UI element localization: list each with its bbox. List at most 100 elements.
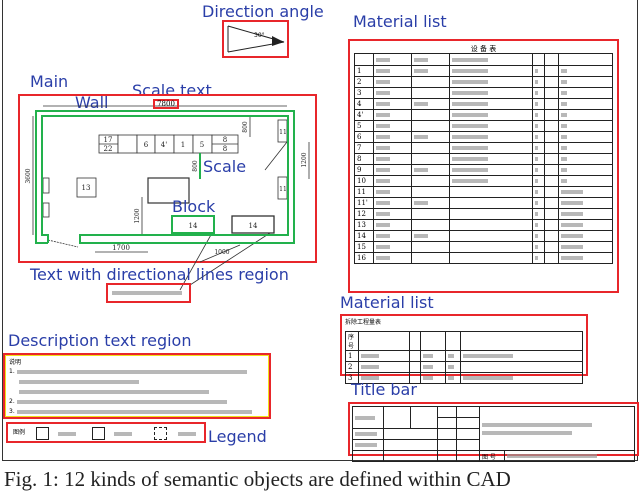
description-heading: 说明	[9, 359, 22, 366]
blurred-text	[112, 291, 182, 295]
floor-plan: 17 22 6 4' 1 5 8 8 13 11 11 14 14 1700 1…	[25, 105, 310, 291]
legend-symbol	[36, 427, 49, 440]
row-number: 6	[354, 131, 374, 143]
direction-angle-value: 30°	[254, 32, 265, 39]
blurred-text	[58, 432, 76, 436]
material-table-2-title: 拆除工程量表	[345, 319, 382, 326]
label-main: Main	[30, 72, 69, 91]
description-item-number: 1.	[9, 368, 15, 375]
plan-block-label: 17	[104, 136, 113, 144]
table-row: 3	[345, 372, 583, 384]
plan-block-label: 4'	[161, 141, 167, 149]
row-number: 4	[354, 98, 374, 110]
row-number: 3	[345, 372, 359, 384]
row-number: 2	[345, 361, 359, 373]
material-table-title: 设 备 表	[470, 45, 497, 53]
plan-block-label: 8	[223, 145, 227, 153]
plan-dim: 1200	[134, 208, 141, 223]
direction-arrow-icon	[227, 25, 285, 53]
direction-angle-box: 30°	[222, 20, 289, 58]
label-legend: Legend	[208, 427, 267, 446]
plan-dim: 3600	[25, 168, 32, 183]
table-row: 6	[354, 131, 614, 143]
table-row: 8	[354, 153, 614, 165]
row-number: 15	[354, 241, 374, 253]
header-cell: 序号	[345, 331, 359, 351]
legend-title: 图例	[13, 429, 26, 436]
table-row: 14	[354, 230, 614, 242]
row-number: 2	[354, 76, 374, 88]
row-number: 16	[354, 252, 374, 264]
row-number: 10	[354, 175, 374, 187]
description-text-box: 说明 1. 2. 3.	[3, 353, 271, 419]
plan-block-label: 14	[189, 222, 198, 230]
label-direction-angle: Direction angle	[202, 2, 324, 21]
plan-block-label: 14	[249, 222, 258, 230]
label-description: Description text region	[8, 331, 192, 350]
table-row: 5	[354, 120, 614, 132]
figure-caption: Fig. 1: 12 kinds of semantic objects are…	[4, 467, 511, 491]
row-number: 4'	[354, 109, 374, 121]
plan-block-label: 1	[181, 141, 185, 149]
table-row: 4'	[354, 109, 614, 121]
table-row: 12	[354, 208, 614, 220]
table-row: 1	[345, 350, 583, 362]
description-item-number: 2.	[9, 398, 15, 405]
plan-dim: 1000	[214, 249, 229, 256]
directional-text-box	[106, 283, 191, 303]
table-row: 13	[354, 219, 614, 231]
row-number: 8	[354, 153, 374, 165]
table-row: 2	[345, 361, 583, 373]
main-region-box	[18, 94, 317, 263]
blurred-text	[178, 432, 196, 436]
row-number: 14	[354, 230, 374, 242]
row-number: 12	[354, 208, 374, 220]
drawing-frame	[2, 0, 638, 461]
table-row: 7	[354, 142, 614, 154]
label-wall: Wall	[75, 93, 109, 112]
row-number: 3	[354, 87, 374, 99]
label-material-list: Material list	[353, 12, 447, 31]
plan-block-label: 11	[279, 129, 287, 136]
label-material-list-2: Material list	[340, 293, 434, 312]
plan-block-label: 13	[82, 184, 91, 192]
scale-text-box: 7800	[153, 99, 179, 109]
blurred-text	[114, 432, 132, 436]
table-row: 15	[354, 241, 614, 253]
table-row: 10	[354, 175, 614, 187]
table-row: 4	[354, 98, 614, 110]
plan-block-label: 6	[144, 141, 149, 149]
plan-dim: 800	[242, 121, 249, 133]
plan-block-label: 5	[200, 141, 204, 149]
title-bar-table: 图 号	[352, 406, 635, 462]
label-scale: Scale	[203, 157, 247, 176]
label-title-bar: Title bar	[351, 380, 417, 399]
legend-box: 图例	[6, 422, 206, 443]
table-row: 9	[354, 164, 614, 176]
label-text-directional: Text with directional lines region	[30, 265, 289, 284]
row-number: 1	[354, 65, 374, 77]
table-row: 16	[354, 252, 614, 264]
table-row: 11'	[354, 197, 614, 209]
row-number: 11	[354, 186, 374, 198]
table-row: 11	[354, 186, 614, 198]
legend-symbol	[154, 427, 167, 440]
row-number: 9	[354, 164, 374, 176]
plan-block-label: 22	[104, 145, 113, 153]
plan-block-label: 11	[279, 186, 287, 193]
description-item-number: 3.	[9, 408, 15, 415]
row-number: 11'	[354, 197, 374, 209]
table-row: 2	[354, 76, 614, 88]
table-row: 1	[354, 65, 614, 77]
row-number: 5	[354, 120, 374, 132]
legend-symbol	[92, 427, 105, 440]
plan-dim: 1700	[112, 244, 130, 252]
title-bar-box: 图 号	[348, 402, 639, 462]
plan-block-label: 8	[223, 136, 227, 144]
plan-dim: 1200	[301, 152, 308, 167]
row-number: 13	[354, 219, 374, 231]
